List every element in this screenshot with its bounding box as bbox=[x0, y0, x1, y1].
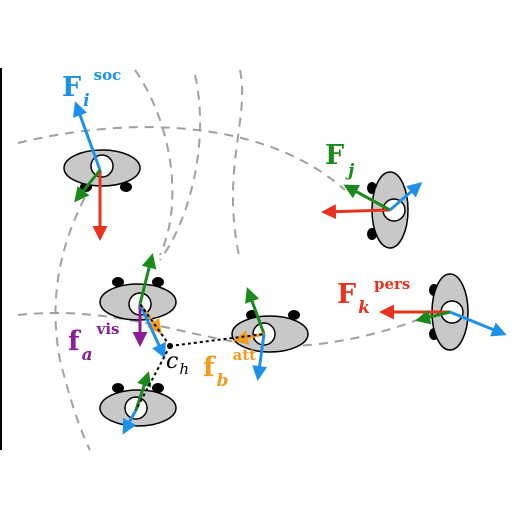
group-force-arrow bbox=[134, 371, 152, 411]
social-force-arrow bbox=[122, 409, 138, 435]
trajectory-paths bbox=[17, 69, 441, 451]
group-force-arrow bbox=[415, 309, 451, 325]
foot-right bbox=[152, 277, 164, 287]
pedestrian-k bbox=[379, 273, 507, 351]
group-force-arrow bbox=[245, 287, 266, 335]
path-mid-right bbox=[231, 69, 244, 261]
pedestrian-i bbox=[63, 101, 141, 241]
pedestrian-c bbox=[99, 371, 177, 435]
personal-force-arrow bbox=[321, 204, 391, 220]
social-force-arrow bbox=[138, 303, 166, 359]
social-force-arrow bbox=[73, 101, 102, 171]
path-upper-horizontal bbox=[17, 126, 346, 191]
group-centroid-point bbox=[167, 343, 173, 349]
path-center-left bbox=[134, 69, 174, 256]
path-lower-horizontal bbox=[17, 309, 441, 348]
pedestrian-a bbox=[99, 253, 177, 359]
social-force-arrow bbox=[389, 182, 423, 212]
label-centroid: ch bbox=[166, 349, 189, 378]
group-centroid-links bbox=[135, 303, 265, 411]
foot-left bbox=[112, 383, 124, 393]
social-force-arrow bbox=[449, 310, 507, 337]
foot-left bbox=[112, 277, 124, 287]
social-force-arrow bbox=[252, 333, 268, 381]
path-left-curve bbox=[54, 169, 101, 451]
path-center-right bbox=[159, 74, 202, 261]
foot-right bbox=[288, 310, 300, 320]
group-force-arrow bbox=[343, 184, 391, 212]
group-force-arrow bbox=[74, 169, 102, 203]
group-force-arrow bbox=[138, 253, 157, 305]
foot-right bbox=[120, 182, 132, 192]
pedestrian-j bbox=[321, 171, 423, 249]
pedestrian-b bbox=[231, 287, 309, 381]
foot-right bbox=[152, 383, 164, 393]
